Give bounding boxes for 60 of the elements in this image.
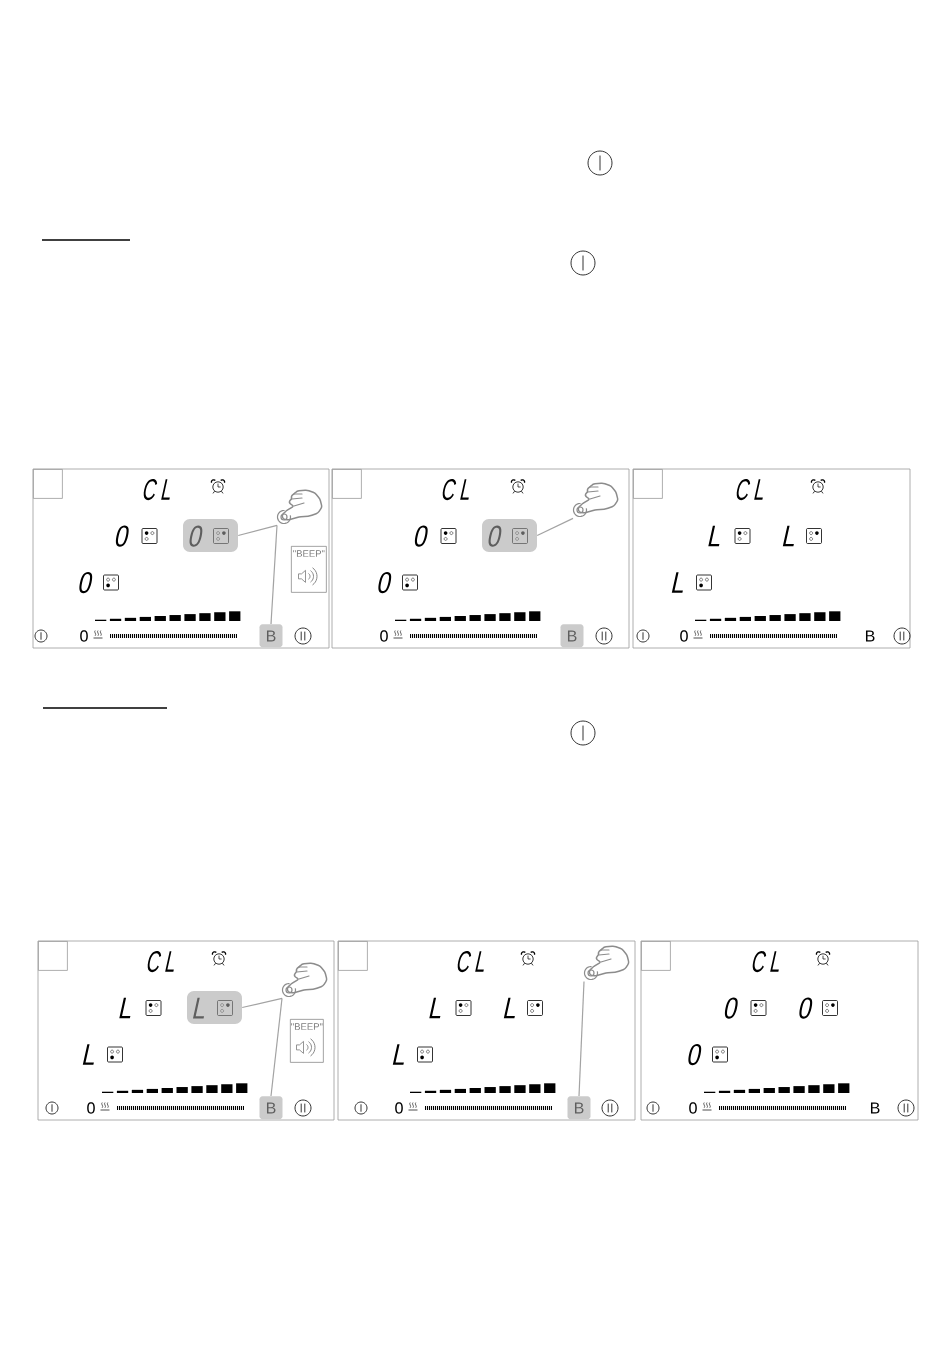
highlighted-key: B [259, 1096, 283, 1120]
hand-icon [583, 945, 630, 981]
zone-digit: 0 [79, 571, 93, 594]
display-code: C L [442, 478, 469, 501]
leader-line [270, 997, 283, 1097]
zone-digit: 0 [115, 525, 129, 547]
control-panel [640, 940, 919, 1121]
number-box [641, 941, 671, 971]
zone-digit: 0 [414, 525, 428, 547]
leader-line [536, 517, 574, 537]
zone-digit: L [392, 1044, 404, 1065]
control-panel [37, 940, 335, 1121]
highlighted-zone: 0 [482, 519, 537, 552]
zone-digit: L [119, 997, 131, 1019]
zone-digit: 0 [799, 997, 813, 1019]
control-panel [331, 468, 630, 649]
number-box [338, 941, 368, 971]
level-label: 0 [380, 630, 388, 642]
number-box [633, 469, 663, 499]
control-panel [32, 468, 330, 649]
sound-indicator: "BEEP" [291, 546, 327, 593]
highlighted-zone: L [187, 991, 242, 1024]
highlighted-zone: 0 [183, 519, 238, 552]
leader-line [270, 524, 278, 625]
highlighted-key: B [560, 624, 584, 648]
level-label: 0 [80, 630, 88, 642]
display-code: C L [736, 478, 763, 501]
level-label: 0 [87, 1102, 95, 1114]
level-label: 0 [680, 630, 688, 642]
hand-icon [276, 489, 323, 525]
control-panel [337, 940, 636, 1121]
number-box [38, 941, 68, 971]
key-label: B [871, 1102, 880, 1114]
leader-line [237, 524, 278, 537]
highlighted-key: B [259, 624, 283, 648]
highlighted-key: B [567, 1096, 591, 1120]
hand-icon [572, 482, 619, 518]
zone-digit: L [708, 525, 720, 547]
hand-icon [281, 962, 328, 998]
sound-indicator: "BEEP" [290, 1019, 324, 1063]
zone-digit: L [503, 997, 515, 1019]
zone-digit: L [671, 572, 683, 593]
display-code: C L [143, 478, 170, 501]
leader-line [241, 997, 283, 1009]
number-box [332, 469, 362, 499]
zone-digit: 0 [688, 1043, 702, 1066]
zone-digit: 0 [724, 997, 738, 1019]
leader-line [578, 980, 585, 1097]
zone-digit: L [429, 997, 441, 1019]
zone-digit: L [82, 1044, 94, 1065]
display-code: C L [147, 950, 174, 973]
zone-digit: 0 [378, 571, 392, 594]
key-label: B [866, 630, 875, 642]
zone-digit: L [782, 525, 794, 547]
control-panel [632, 468, 911, 649]
display-code: C L [752, 950, 779, 973]
level-label: 0 [689, 1102, 697, 1114]
level-label: 0 [395, 1102, 403, 1114]
number-box [33, 469, 63, 499]
display-code: C L [457, 950, 484, 973]
